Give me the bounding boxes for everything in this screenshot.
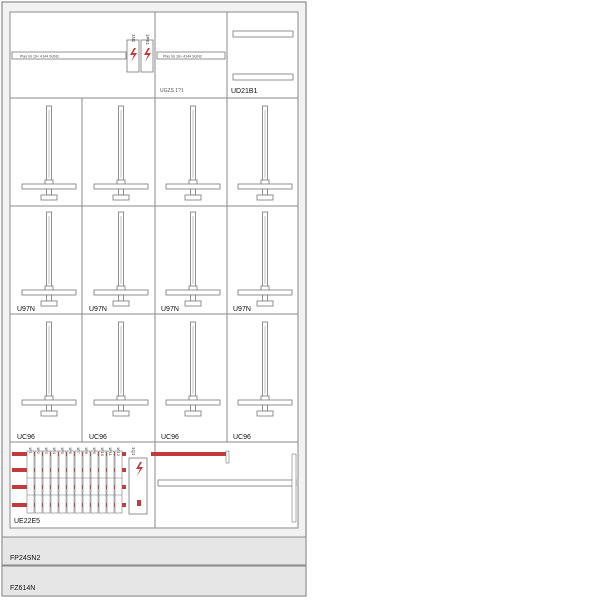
module-label-uc96: UC96 <box>17 434 35 441</box>
meter-mount <box>21 211 77 307</box>
breaker-label: 1F8 <box>84 447 89 455</box>
bottom-modules: FP24SN2 FZ614N <box>1 536 307 597</box>
module-label-u97n: U97N <box>17 306 35 313</box>
breaker-label: 1F7 <box>76 447 81 455</box>
module-label-u97n: U97N <box>161 306 179 313</box>
top-section: Plas hö 16+ 4144 SUN3 1N1 1PE1 Plas hö 1… <box>11 30 294 95</box>
grid-lines <box>10 12 298 528</box>
busbar-end <box>225 450 230 464</box>
terminal-label-1n1: 1N1 <box>131 34 136 43</box>
module-label-fp24sn2: FP24SN2 <box>10 555 40 562</box>
module-label-uc96: UC96 <box>233 434 251 441</box>
meter-mount <box>237 321 293 417</box>
terminal-1n1 <box>126 39 140 73</box>
breaker-terminals <box>26 450 123 514</box>
breaker-label: 1F4 <box>52 447 57 455</box>
meter-mount <box>165 211 221 307</box>
meter-row-1 <box>21 105 293 201</box>
meter-mount <box>165 105 221 201</box>
rail-left <box>11 51 127 60</box>
partial-label: UGZS 1?1 <box>160 88 184 94</box>
main-switch-label: 1Q1 <box>131 447 136 456</box>
busbar-red <box>151 452 228 456</box>
meter-row-3: UC96 UC96 UC96 UC96 <box>17 321 293 441</box>
breaker-terminal-marks <box>27 477 122 496</box>
terminal-label-1pe1: 1PE1 <box>145 34 150 46</box>
module-fz614n <box>1 565 307 597</box>
rail-support <box>291 453 297 523</box>
breaker-label: 1F3 <box>44 447 49 455</box>
meter-row-2: U97N U97N U97N U97N <box>17 211 293 313</box>
module-label-u97n: U97N <box>89 306 107 313</box>
breaker-label: 1F1 <box>28 447 33 455</box>
breaker-label: 1F2 <box>36 447 41 455</box>
rail-label-right: Plas hö 16+ 4144 SUN3 <box>163 55 202 59</box>
main-switch <box>128 457 148 515</box>
module-label-fz614n: FZ614N <box>10 585 35 592</box>
breaker-label: 1F5 <box>60 447 65 455</box>
breaker-label: 1F6 <box>68 447 73 455</box>
hazard-bolt-icon <box>144 48 151 62</box>
module-label-u97n: U97N <box>233 306 251 313</box>
rail-label-left: Plas hö 16+ 4144 SUN3 <box>20 55 59 59</box>
module-label-ue22e5: UE22E5 <box>14 518 40 525</box>
module-label-ud21b1: UD21B1 <box>231 88 258 95</box>
meter-mount <box>165 321 221 417</box>
meter-mount <box>93 211 149 307</box>
module-label-uc96: UC96 <box>89 434 107 441</box>
meter-mount <box>93 321 149 417</box>
meter-mount <box>21 105 77 201</box>
rail-cover-top <box>232 30 294 38</box>
meter-mount <box>93 105 149 201</box>
hazard-bolt-icon <box>136 462 143 476</box>
rail-cover-bottom <box>232 73 294 81</box>
breaker-label: 1F12 <box>116 447 121 457</box>
meter-mount <box>21 321 77 417</box>
meter-mount <box>237 211 293 307</box>
module-label-uc96: UC96 <box>161 434 179 441</box>
main-switch-indicator <box>137 500 141 506</box>
module-fp24sn2 <box>1 536 307 566</box>
breaker-label: 1F11 <box>108 447 113 457</box>
meter-mount <box>237 105 293 201</box>
breaker-label: 1F9 <box>92 447 97 455</box>
hazard-bolt-icon <box>130 48 137 62</box>
din-rail <box>157 479 297 487</box>
distribution-section: 1F1 1F2 1F3 1F4 1F5 1F6 1F7 1F8 1F9 1F10… <box>12 447 297 525</box>
breaker-label: 1F10 <box>100 447 105 457</box>
rail-right <box>156 51 226 60</box>
